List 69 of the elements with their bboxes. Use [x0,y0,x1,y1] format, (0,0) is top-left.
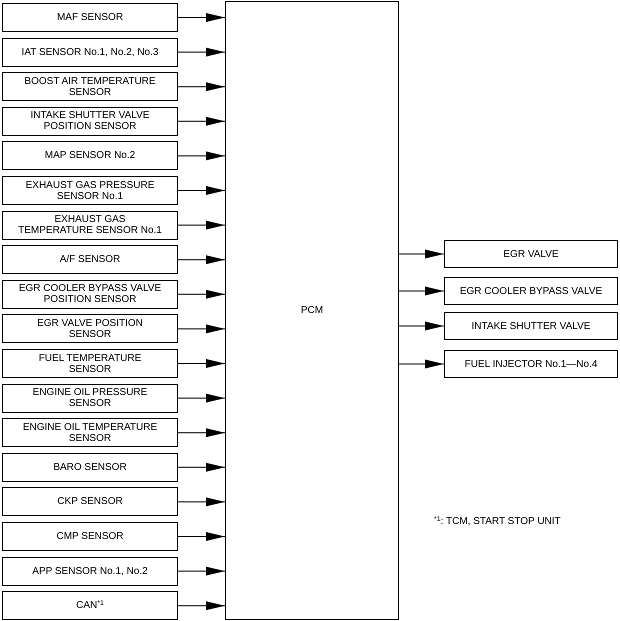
arrow [178,116,226,126]
component-box [2,591,178,620]
arrow [178,82,226,92]
component-box [2,384,178,413]
control-module-box [225,1,399,620]
component-box [2,556,178,586]
component-box [2,418,178,448]
component-box [444,350,618,378]
component-box [2,210,178,240]
arrow [178,255,226,264]
box-label: EGR COOLER BYPASS VALVE POSITION SENSOR [18,283,162,306]
box-label: BARO SENSOR [53,462,127,473]
box-label: MAP SENSOR No.2 [44,150,136,162]
box-label: FUEL INJECTOR No.1—No.4 [464,358,598,370]
component-box [444,312,618,340]
box-label: CKP SENSOR [57,496,123,508]
box-label: IAT SENSOR No.1, No.2, No.3 [22,46,158,58]
component-box [2,176,178,205]
arrow [398,322,444,330]
component-box [2,141,178,170]
arrow [178,359,226,368]
component-box [2,245,178,274]
box-label: ENGINE OIL TEMPERATURE SENSOR [22,422,158,444]
box-label: EXHAUST GAS PRESSURE SENSOR No.1 [24,180,156,202]
box-label: INTAKE SHUTTER VALVE [472,320,590,332]
arrow [178,151,226,160]
box-label: A/F SENSOR [60,254,120,266]
arrow [178,48,226,57]
component-box [2,106,178,136]
component-box [2,452,178,482]
component-box [2,72,178,102]
arrow [178,428,226,438]
box-label: BOOST AIR TEMPERATURE SENSOR [23,76,157,98]
arrow [178,186,226,195]
box-label: EXHAUST GAS TEMPERATURE SENSOR No.1 [17,214,163,236]
box-label: EGR VALVE [503,248,559,260]
arrow [178,601,226,610]
arrow [178,290,226,299]
arrow [398,360,444,368]
arrow [178,462,226,472]
arrow [398,286,444,296]
component-box [2,314,178,344]
box-label: CMP SENSOR [56,531,124,542]
box-label: ENGINE OIL PRESSURE SENSOR [32,387,148,410]
box-label: FUEL TEMPERATURE SENSOR [38,352,142,374]
box-label: CAN$^{*1}$ [76,600,104,612]
component-box [2,522,178,551]
component-box [444,240,618,268]
arrow [398,250,444,258]
box-label: MAF SENSOR [56,12,124,23]
arrow [178,497,226,506]
footnote: $^{*1}$: TCM, START STOP UNIT [434,516,561,527]
box-label: EGR COOLER BYPASS VALVE [460,286,602,296]
arrow [178,220,226,230]
box-label: APP SENSOR No.1, No.2 [32,566,148,577]
box-label: INTAKE SHUTTER VALVE POSITION SENSOR [30,110,150,132]
component-box [2,38,178,67]
component-box [444,277,618,305]
box-label: EGR VALVE POSITION SENSOR [36,318,144,340]
arrow [178,394,226,403]
component-box [2,487,178,516]
arrow [178,324,226,334]
box-label: PCM [300,305,324,316]
component-box [2,349,178,378]
arrow [178,13,226,22]
arrow [178,532,226,541]
component-box [2,280,178,309]
arrow [178,566,226,576]
component-box [2,3,178,32]
